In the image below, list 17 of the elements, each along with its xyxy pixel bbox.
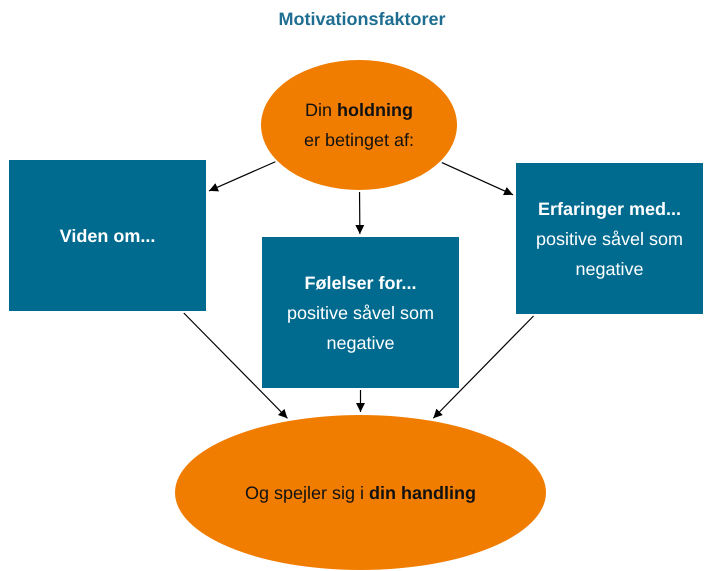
node-text: positive såvel som negative [286, 302, 436, 355]
arrow [208, 161, 276, 192]
arrow [432, 316, 534, 419]
arrow [442, 162, 514, 196]
arrow [355, 192, 364, 234]
process-box [516, 163, 703, 314]
box-heading: Følelser for... [304, 272, 417, 294]
box-heading: Erfaringer med... [538, 198, 682, 221]
node-text: Og spejler sig i din handling [244, 482, 476, 505]
diagram-title: Motivationsfaktorer [277, 9, 447, 30]
process-box [9, 160, 206, 311]
box-heading: Viden om... [60, 224, 156, 248]
arrow [183, 312, 288, 419]
node-text: Din holdning er betinget af: [302, 99, 416, 152]
node-text: positive såvel som negative [534, 228, 684, 281]
arrow [356, 390, 365, 412]
process-box [262, 237, 459, 388]
